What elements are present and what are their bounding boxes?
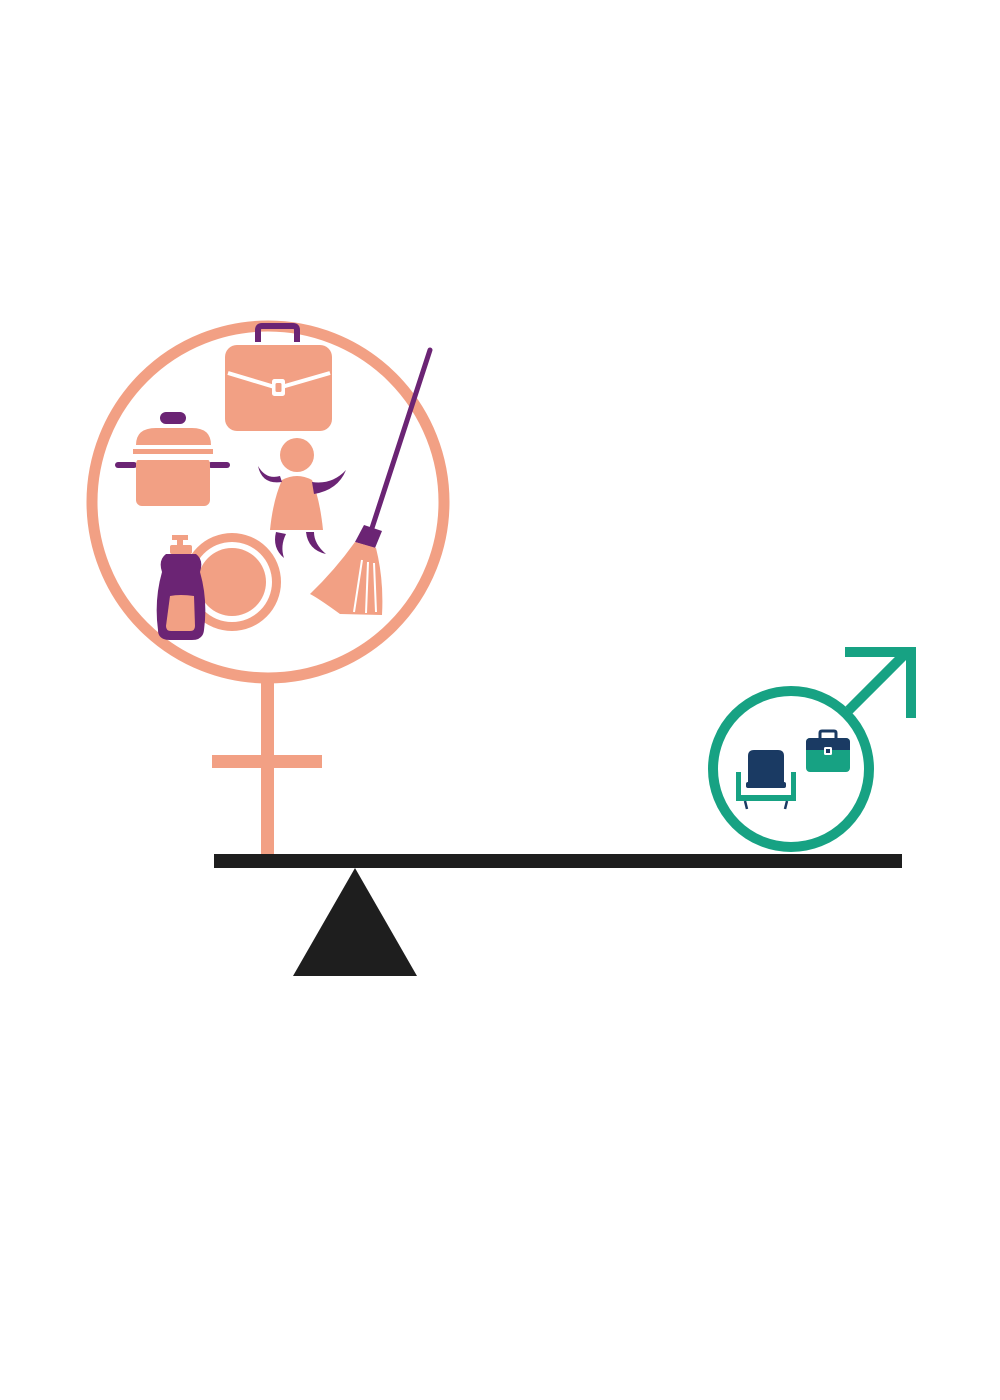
male-symbol-arrow-shaft: [845, 648, 911, 714]
briefcase-icon: [806, 729, 850, 772]
child-icon: [258, 438, 346, 558]
broom-icon: [310, 347, 433, 615]
male-symbol-arrow-head: [845, 647, 916, 718]
male-symbol: [708, 647, 916, 852]
balance-scale: [214, 854, 902, 976]
plate-icon: [183, 533, 281, 631]
female-symbol-crossbar: [212, 755, 322, 768]
female-symbol: [86, 320, 450, 856]
male-symbol-ring: [708, 686, 874, 852]
balance-fulcrum: [293, 868, 417, 976]
balance-beam: [214, 854, 902, 868]
dish-soap-bottle-icon: [156, 535, 206, 640]
cooking-pot-icon: [115, 412, 230, 506]
armchair-icon: [736, 750, 796, 810]
briefcase-icon: [225, 323, 332, 431]
